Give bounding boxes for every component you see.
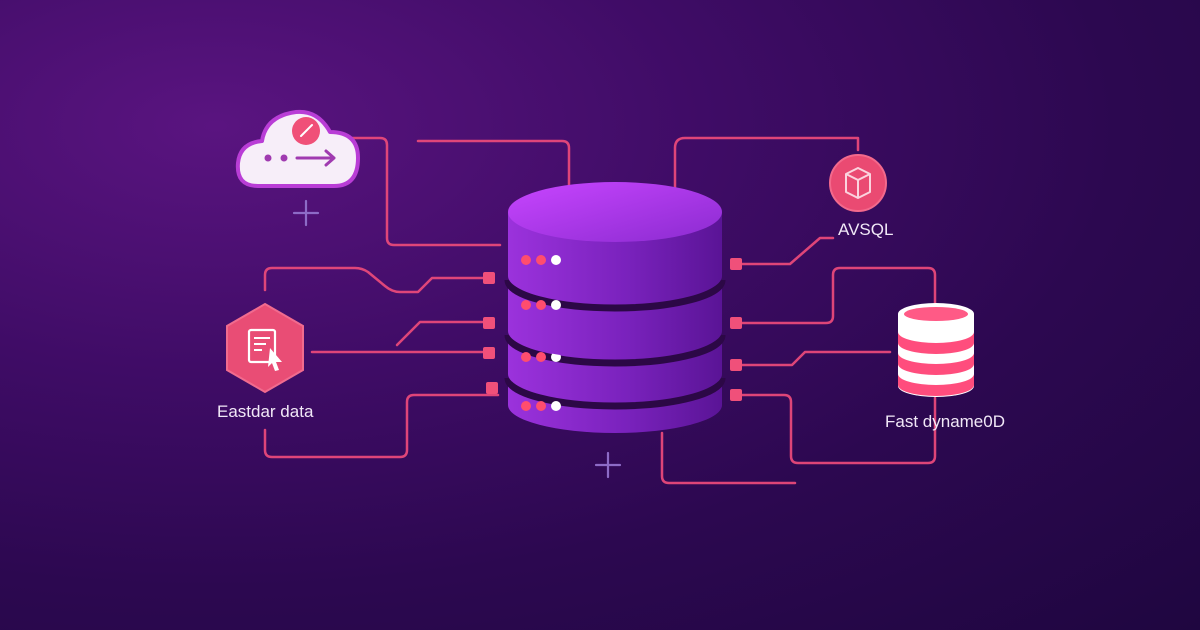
connector-db-to-right-3 bbox=[740, 393, 937, 465]
document-cursor-icon bbox=[226, 302, 304, 394]
connector-port bbox=[730, 317, 742, 329]
connector-db-to-right-1 bbox=[740, 266, 937, 325]
connector-db-to-right-2 bbox=[740, 350, 892, 367]
connector-cloud-to-db bbox=[343, 136, 502, 247]
label-left-node: Eastdar data bbox=[217, 402, 314, 421]
connector-ports bbox=[483, 258, 742, 401]
database-server-icon bbox=[504, 182, 726, 433]
plus-marks bbox=[292, 199, 622, 479]
connector-lines bbox=[263, 136, 937, 485]
plus-icon bbox=[594, 451, 622, 479]
connector-port bbox=[730, 359, 742, 371]
connector-left-to-db-3 bbox=[263, 393, 500, 459]
connector-db-bottom bbox=[660, 431, 797, 485]
connector-port bbox=[483, 347, 495, 359]
package-box-icon bbox=[829, 154, 887, 212]
connector-left-to-db-2 bbox=[395, 320, 485, 347]
plus-icon bbox=[292, 199, 320, 227]
connector-port bbox=[483, 317, 495, 329]
database-top bbox=[508, 182, 722, 242]
label-avsql-node: AVSQL bbox=[838, 220, 894, 239]
connector-port bbox=[730, 258, 742, 270]
connector-port bbox=[730, 389, 742, 401]
database-stack-icon bbox=[898, 303, 974, 397]
connector-db-to-avsql-top bbox=[673, 136, 860, 192]
connector-left-to-db-1 bbox=[263, 266, 485, 294]
connector-port bbox=[486, 382, 498, 394]
label-right-node: Fast dyname0D bbox=[885, 412, 1005, 431]
connector-top-to-db bbox=[416, 139, 571, 187]
connector-port bbox=[483, 272, 495, 284]
cloud-transfer-icon bbox=[235, 109, 360, 188]
connector-db-to-avsql bbox=[740, 236, 835, 266]
